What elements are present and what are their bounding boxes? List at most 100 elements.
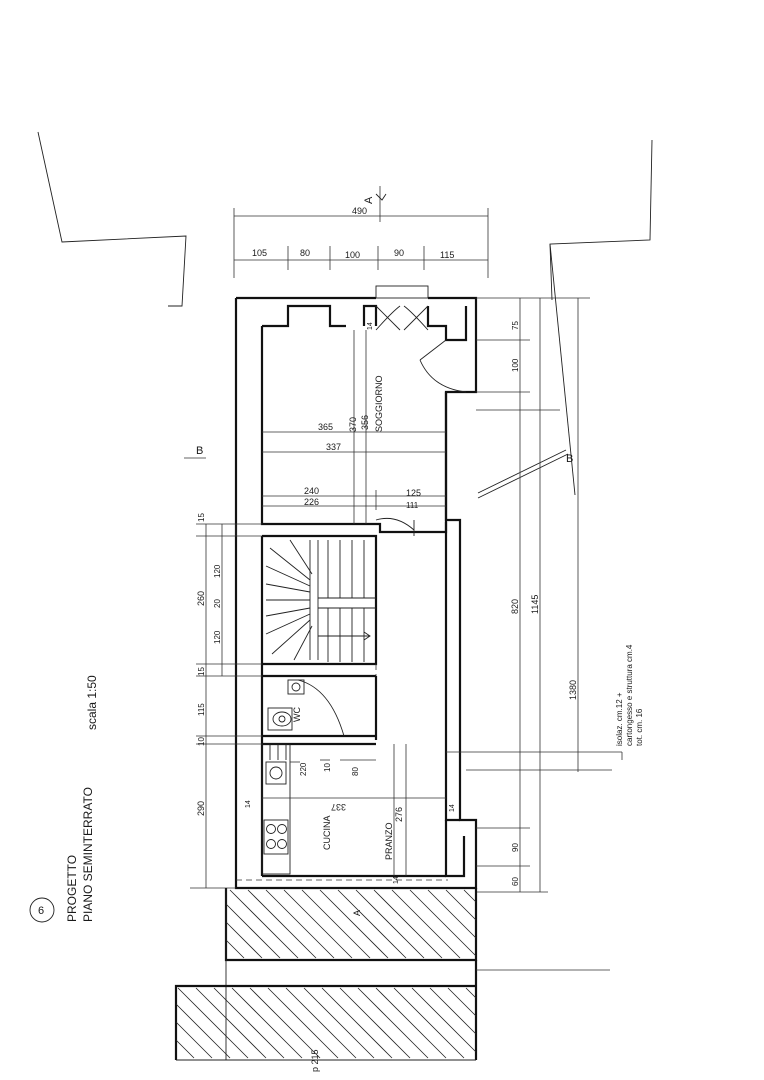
- dim-80: 80: [300, 248, 310, 258]
- dim-125: 125: [406, 488, 421, 498]
- dim-90-right: 90: [511, 843, 520, 852]
- hatch-line: [337, 889, 407, 959]
- sheet-number: 6: [38, 905, 44, 917]
- hatch-line: [175, 1021, 213, 1059]
- dim-115: 115: [440, 250, 454, 260]
- hatch-line: [465, 987, 477, 999]
- dim-226: 226: [304, 497, 319, 507]
- dim-290: 290: [196, 801, 206, 816]
- title-block: 6 PROGETTO PIANO SEMINTERRATO scala 1:50: [29, 675, 99, 923]
- dim-240: 240: [304, 486, 319, 496]
- section-mark-b-left: B: [196, 445, 203, 457]
- dim-100: 100: [345, 250, 360, 260]
- hatch-line: [391, 889, 461, 959]
- hatch-line: [321, 987, 393, 1059]
- interior-dimension-labels: 365 337 240 226 125 111 370 356 14 337 2…: [245, 322, 456, 884]
- hatch-line: [303, 987, 375, 1059]
- note-line-3: tot. cm. 16: [635, 708, 644, 746]
- hatch-line: [175, 1039, 195, 1059]
- hatch-line: [225, 903, 281, 959]
- dim-370: 370: [348, 417, 358, 432]
- hatch-line: [447, 987, 477, 1017]
- hatch-line: [411, 987, 477, 1053]
- interior-dimensions: [236, 330, 448, 881]
- terrain-boundary: [37, 131, 653, 499]
- room-soggiorno: SOGGIORNO: [374, 375, 384, 432]
- room-labels: SOGGIORNO CUCINA PRANZO WC: [292, 375, 394, 860]
- dim-365: 365: [318, 422, 333, 432]
- hatch-line: [409, 889, 477, 957]
- dim-120-a: 120: [213, 564, 222, 578]
- note-line-1: isolaz. cm.12 +: [615, 692, 624, 746]
- hatch-line: [373, 889, 443, 959]
- dim-10-kitchen: 10: [323, 763, 332, 772]
- dim-14-soggiorno: 14: [367, 322, 374, 330]
- dim-14-c: 14: [393, 876, 400, 884]
- dim-total-width: 490: [352, 206, 367, 216]
- hatch-line: [355, 889, 425, 959]
- hatch-line: [375, 987, 447, 1059]
- kitchen-fixtures: [261, 743, 291, 875]
- hatch-line: [247, 889, 317, 959]
- dim-15-a: 15: [197, 513, 206, 522]
- sheet-scale: scala 1:50: [85, 675, 99, 730]
- dim-kitchen-337: 337: [331, 802, 346, 812]
- dim-75: 75: [511, 321, 520, 330]
- room-wc: WC: [292, 707, 302, 722]
- right-dimensions: 75 100 820 1145 1380 90 60 B: [446, 297, 622, 893]
- hatched-ground: A p 215: [174, 888, 610, 1072]
- hatch-line: [429, 987, 477, 1035]
- room-pranzo: PRANZO: [384, 822, 394, 860]
- hatch-line: [249, 987, 321, 1059]
- hatch-line: [225, 939, 245, 959]
- sheet-title-1: PROGETTO: [65, 855, 79, 922]
- dim-115-left: 115: [197, 703, 206, 716]
- insulation-note: isolaz. cm.12 + cartongesso e struttura …: [615, 644, 644, 760]
- hatch-line: [463, 889, 477, 903]
- hatch-line: [445, 889, 477, 921]
- staircase: [265, 539, 376, 662]
- hatch-line: [231, 987, 303, 1059]
- dim-14-a: 14: [245, 800, 252, 808]
- dim-260: 260: [196, 591, 206, 606]
- sheet-number-circle: [29, 897, 55, 923]
- hatch-line: [393, 987, 465, 1059]
- dim-90: 90: [394, 248, 404, 258]
- dim-80-kitchen: 80: [351, 767, 360, 776]
- building-walls: [234, 285, 478, 890]
- hatch-line: [301, 889, 371, 959]
- sheet-title-2: PIANO SEMINTERRATO: [81, 787, 95, 922]
- dim-220: 220: [299, 762, 308, 776]
- hatch-line: [175, 1003, 231, 1059]
- dim-356: 356: [360, 415, 370, 430]
- dim-kitchen-276: 276: [394, 807, 404, 822]
- dim-100-right: 100: [511, 358, 520, 372]
- hatch-line: [427, 889, 477, 939]
- dim-60: 60: [511, 877, 520, 886]
- dim-20: 20: [213, 599, 222, 608]
- dim-820: 820: [510, 599, 520, 614]
- room-cucina: CUCINA: [322, 815, 332, 850]
- dim-111: 111: [406, 501, 419, 510]
- hatch-line: [357, 987, 429, 1059]
- dim-1145: 1145: [530, 595, 540, 614]
- dim-105: 105: [252, 248, 267, 258]
- lot-label: p 215: [310, 1049, 320, 1072]
- dim-10-left: 10: [197, 737, 206, 746]
- hatch-line: [229, 889, 299, 959]
- note-line-2: cartongesso e struttura cm.4: [625, 644, 634, 746]
- doors: [297, 305, 467, 737]
- small-mark-a: A: [352, 910, 362, 916]
- hatch-line: [225, 921, 263, 959]
- hatch-line: [339, 987, 411, 1059]
- hatch-line: [319, 889, 389, 959]
- hatch-line: [267, 987, 339, 1059]
- hatch-line: [195, 987, 267, 1059]
- left-dimensions: B 15 120 20 120 260 15 115 10 290: [184, 445, 262, 889]
- dim-120-b: 120: [213, 630, 222, 644]
- hatch-line: [283, 889, 353, 959]
- hatch-line: [177, 987, 249, 1059]
- dim-15-b: 15: [197, 667, 206, 676]
- dim-337: 337: [326, 442, 341, 452]
